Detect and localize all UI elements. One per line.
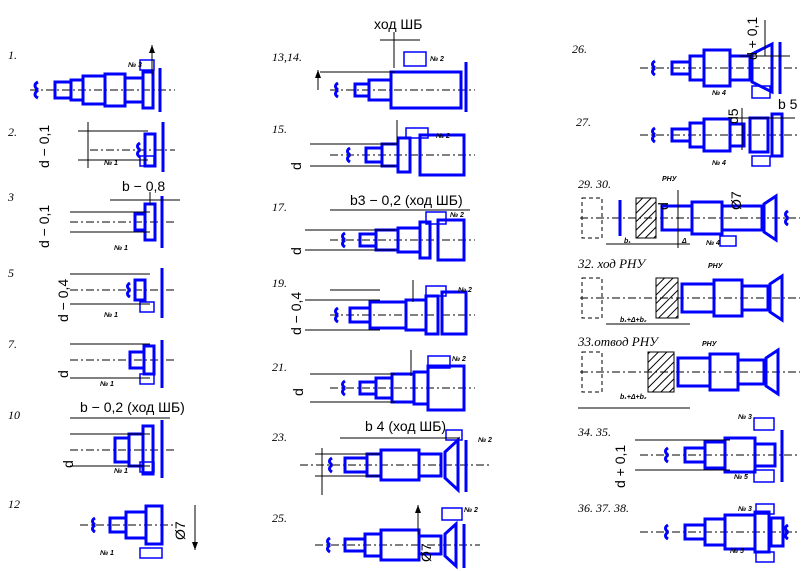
dim-d5: d5 [725, 108, 741, 124]
dim-d3-a: d [288, 162, 304, 170]
tool-label-no1-e: № 1 [114, 468, 128, 475]
dim-b4: b 4 (ход ШБ) [365, 418, 447, 434]
dim-d4-plus-01-a: d + 0,1 [744, 16, 760, 60]
part-step-34-35 [635, 417, 800, 483]
dim-d4-a: d [290, 388, 306, 396]
tool-label-no1-f: № 1 [100, 550, 114, 557]
step-label-25: 25. [272, 511, 287, 525]
tool-label-no4-b: № 4 [712, 160, 726, 167]
dim-d2-a: d [55, 370, 71, 378]
step-label-23: 23. [272, 430, 287, 444]
step-label-13-14: 13,14. [272, 50, 302, 64]
part-step-23 [300, 429, 490, 495]
step-label-12: 12 [8, 497, 20, 511]
dim-d1-minus-01-b: d − 0,1 [36, 204, 52, 248]
step-label-17: 17. [272, 200, 287, 214]
part-step-21 [310, 350, 475, 412]
tool-label-no4-a: № 4 [712, 90, 726, 97]
step-label-34-35: 34. 35. [578, 425, 611, 439]
step-label-32: 32. ход РНУ [578, 256, 646, 271]
dim-b1-minus-08: b − 0,8 [122, 178, 166, 194]
step-label-1: 1. [8, 48, 17, 62]
step-label-27: 27. [576, 115, 591, 129]
dim-diam7-a: Ø7 [172, 521, 188, 540]
part-step-2 [78, 122, 175, 172]
tool-label-no2-c: № 2 [450, 212, 464, 219]
tool-label-no1-d: № 1 [100, 381, 114, 388]
part-step-17 [305, 209, 475, 262]
dim-d3-b: d [288, 247, 304, 255]
dim-b3-minus-02: b3 − 0,2 (ход ШБ) [350, 192, 463, 208]
tool-label-no5-a: № 5 [734, 474, 748, 481]
tool-label-b1: b₁ [624, 238, 631, 245]
part-step-19 [305, 280, 475, 336]
dim-d2-b: d [60, 460, 76, 468]
dim-hod-shb: ход ШБ [374, 16, 423, 32]
tool-label-rnu-c: РНУ [702, 341, 717, 348]
tool-label-no1-b: № 1 [114, 245, 128, 252]
dim-d3-minus-04: d − 0,4 [288, 291, 304, 335]
tool-label-no2-e: № 2 [452, 356, 466, 363]
step-label-33: 33.отвод РНУ [578, 334, 658, 349]
part-step-1 [30, 45, 175, 112]
step-label-29-30: 29. 30. [578, 177, 611, 191]
tool-label-no3-c: № 3 [738, 506, 752, 513]
step-label-5: 5 [8, 266, 14, 280]
dim-d4-plus-01-b: d + 0,1 [612, 444, 628, 488]
step-label-15: 15. [272, 122, 287, 136]
part-step-27 [640, 108, 800, 167]
step-label-2: 2. [8, 125, 17, 139]
tool-label-rnu-b: РНУ [708, 263, 723, 270]
part-step-7 [70, 340, 175, 388]
dim-d2-minus-04: d − 0,4 [55, 278, 71, 322]
tool-label-no2-f: № 2 [478, 437, 492, 444]
tool-label-no2-a: № 2 [430, 56, 444, 63]
dim-diam7-c: Ø7 [728, 191, 744, 210]
dim-d1-c: d [655, 202, 671, 210]
dim-d1-minus-01-a: d − 0,1 [36, 124, 52, 168]
step-label-10: 10 [8, 408, 20, 422]
step-label-21: 21. [272, 360, 287, 374]
step-label-3: 3 [8, 190, 14, 204]
part-step-15 [310, 120, 475, 177]
step-label-7: 7. [8, 337, 17, 351]
tool-label-no3-a: № 3 [128, 62, 142, 69]
part-step-25 [315, 505, 480, 570]
dim-diam7-b: Ø7 [418, 543, 434, 562]
tool-label-no5-b: № 5 [730, 548, 744, 555]
part-step-5 [70, 268, 175, 318]
part-step-12 [80, 504, 198, 559]
tool-label-no1-c: № 1 [104, 312, 118, 319]
part-step-3 [70, 192, 180, 248]
part-step-36-38 [640, 503, 800, 563]
tool-label-b1tb-a: b₁+Δ+b₂ [620, 317, 647, 324]
step-label-26: 26. [572, 42, 587, 56]
tool-label-no2-b: № 2 [436, 133, 450, 140]
part-step-33 [578, 347, 800, 409]
tool-label-b1tb-b: b₁+Δ+b₂ [620, 394, 647, 401]
dim-b2-minus-02: b − 0,2 (ход ШБ) [80, 399, 185, 415]
tool-label-rnu-a: РНУ [662, 176, 677, 183]
tool-label-no4-c: № 4 [706, 240, 720, 247]
tool-label-no2-g: № 2 [464, 507, 478, 514]
dim-b5: b 5 [778, 96, 798, 112]
tool-label-delta: Δ [682, 238, 687, 245]
part-step-29-30 [580, 190, 800, 248]
part-step-26 [640, 20, 800, 99]
part-step-10 [70, 417, 175, 478]
tool-label-no2-d: № 2 [458, 287, 472, 294]
step-label-19: 19. [272, 276, 287, 290]
step-label-36-38: 36. 37. 38. [578, 501, 629, 515]
part-step-32 [580, 273, 800, 325]
tool-label-no1-a: № 1 [104, 160, 118, 167]
part-step-13-14 [315, 32, 475, 112]
tool-label-no3-b: № 3 [738, 414, 752, 421]
